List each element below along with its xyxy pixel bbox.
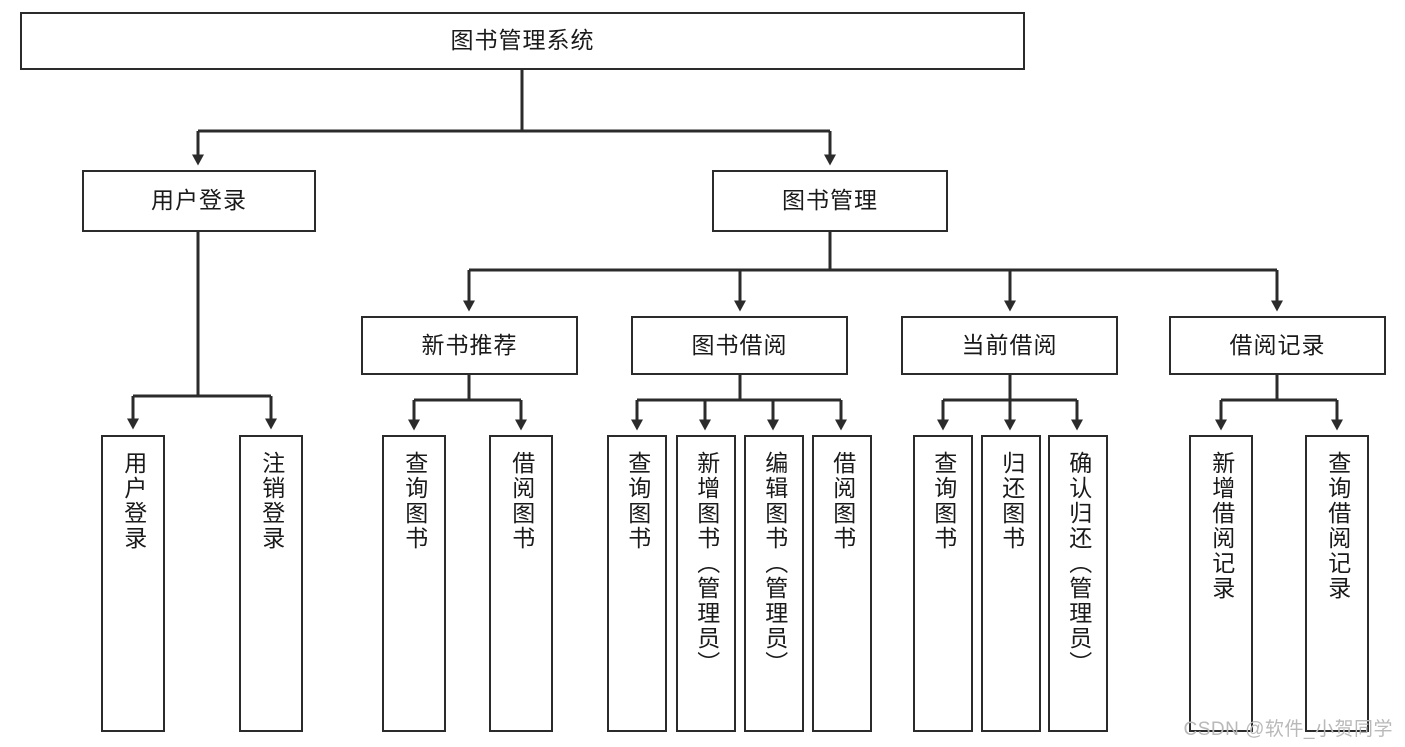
node-label: 查询图书 [624,451,651,551]
node-label: 当前借阅 [961,331,1058,358]
node-leaf-query-book-3[interactable]: 查询图书 [913,435,973,732]
node-leaf-logout-login[interactable]: 注销登录 [239,435,303,732]
node-label: 查询图书 [401,451,428,551]
node-book-borrow[interactable]: 图书借阅 [631,316,848,375]
node-label: 借阅图书 [508,451,535,551]
node-label: 借阅记录 [1229,331,1326,358]
node-label: 新增借阅记录 [1208,451,1235,601]
node-leaf-edit-book-admin[interactable]: 编辑图书（管理员） [744,435,804,732]
node-label: 归还图书 [998,451,1025,551]
node-book-management[interactable]: 图书管理 [712,170,948,232]
node-current-borrow[interactable]: 当前借阅 [901,316,1118,375]
node-leaf-user-login[interactable]: 用户登录 [101,435,165,732]
node-leaf-add-borrow-record[interactable]: 新增借阅记录 [1189,435,1253,732]
node-label: 查询图书 [930,451,957,551]
node-label: 图书管理 [782,187,878,214]
node-book-management-system[interactable]: 图书管理系统 [20,12,1025,70]
node-label: 用户登录 [151,187,247,214]
node-leaf-query-book-2[interactable]: 查询图书 [607,435,667,732]
node-label: 新书推荐 [421,331,518,358]
node-leaf-borrow-book-1[interactable]: 借阅图书 [489,435,553,732]
node-label: 图书管理系统 [450,27,595,54]
node-label: 新增图书（管理员） [693,451,720,676]
node-label: 编辑图书（管理员） [761,451,788,676]
node-leaf-query-borrow-record[interactable]: 查询借阅记录 [1305,435,1369,732]
node-new-book-recommend[interactable]: 新书推荐 [361,316,578,375]
node-label: 查询借阅记录 [1324,451,1351,601]
node-leaf-confirm-return-admin[interactable]: 确认归还（管理员） [1048,435,1108,732]
node-leaf-add-book-admin[interactable]: 新增图书（管理员） [676,435,736,732]
node-label: 确认归还（管理员） [1065,451,1092,676]
node-leaf-borrow-book-2[interactable]: 借阅图书 [812,435,872,732]
node-leaf-query-book-1[interactable]: 查询图书 [382,435,446,732]
node-borrow-record[interactable]: 借阅记录 [1169,316,1386,375]
node-leaf-return-book[interactable]: 归还图书 [981,435,1041,732]
node-label: 图书借阅 [691,331,788,358]
node-label: 注销登录 [258,451,285,551]
node-label: 借阅图书 [829,451,856,551]
node-label: 用户登录 [120,451,147,551]
node-user-login[interactable]: 用户登录 [82,170,316,232]
